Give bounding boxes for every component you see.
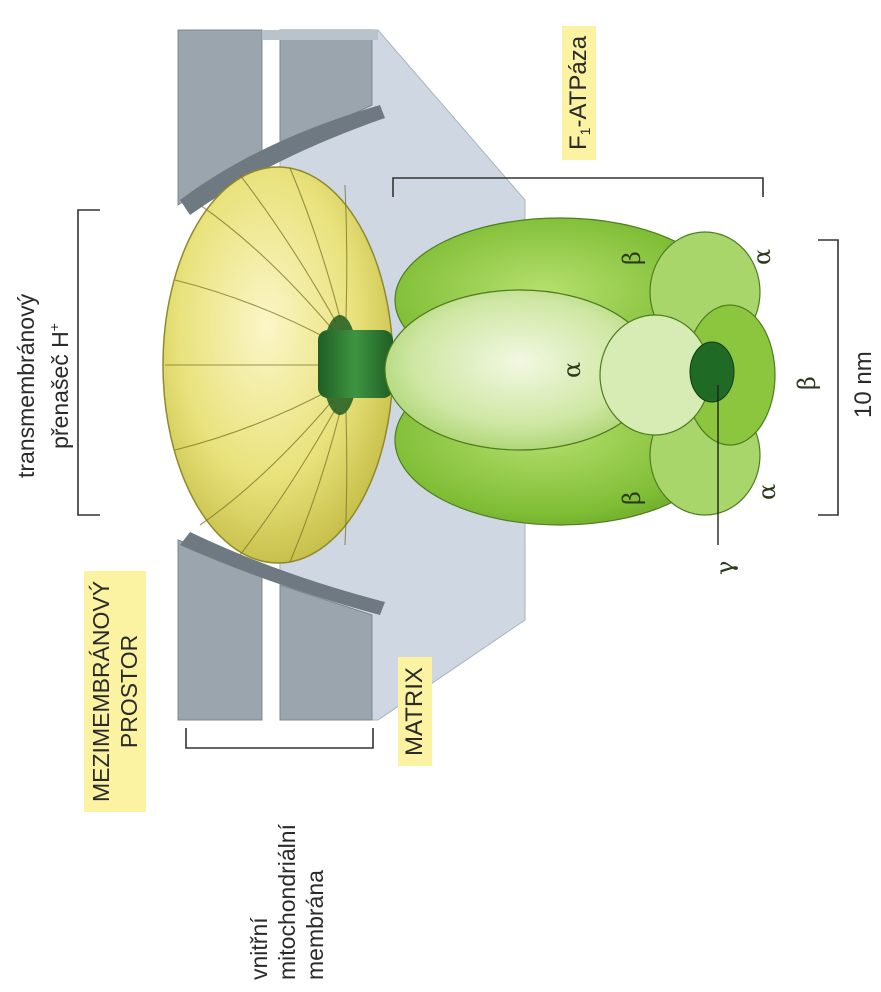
intermembrane-space-label: MEZIMEMBRÁNOVÝ PROSTOR (84, 571, 146, 812)
beta-label-bottom: β (618, 491, 646, 505)
alpha-label-center: α (558, 362, 586, 378)
membrane-label: vnitřní mitochondriální membrána (245, 824, 329, 980)
beta-label-right: β (793, 376, 821, 390)
scale-bracket (818, 240, 838, 515)
transporter-bracket (78, 210, 100, 515)
transporter-label: transmembránový přenašeč H+ (12, 294, 74, 478)
central-stalk (318, 330, 393, 398)
gamma-subunit (690, 342, 734, 402)
membrane-bracket (186, 728, 373, 748)
alpha-label-right-top: α (748, 249, 776, 265)
gamma-label: γ (711, 561, 739, 575)
beta-label-top: β (618, 251, 646, 265)
matrix-label: MATRIX (398, 657, 432, 766)
membrane-top-face (262, 30, 378, 40)
f1-atpase-label: F1-ATPáza (562, 26, 596, 160)
scale-label: 10 nm (850, 351, 878, 418)
alpha-label-right-bottom: α (753, 484, 781, 500)
